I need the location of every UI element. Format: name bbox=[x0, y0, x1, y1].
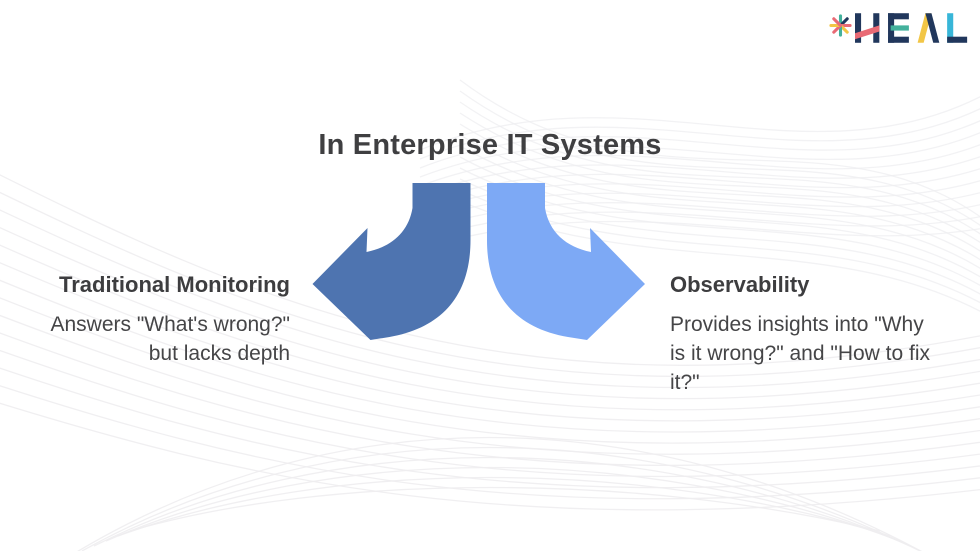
slide-title: In Enterprise IT Systems bbox=[318, 129, 662, 161]
traditional-monitoring-description: Answers "What's wrong?" but lacks depth bbox=[0, 310, 290, 368]
asterisk-icon bbox=[829, 14, 852, 37]
observability-block: Observability Provides insights into "Wh… bbox=[670, 272, 934, 397]
traditional-monitoring-heading: Traditional Monitoring bbox=[59, 272, 290, 297]
description-line-1: Answers "What's wrong?" bbox=[50, 313, 290, 336]
observability-description: Provides insights into "Why is it wrong?… bbox=[670, 313, 931, 394]
description-line-2: but lacks depth bbox=[148, 342, 290, 365]
right-curved-arrow bbox=[487, 183, 645, 340]
heal-logo bbox=[829, 12, 968, 44]
left-curved-arrow bbox=[312, 183, 471, 340]
observability-heading: Observability bbox=[670, 272, 810, 297]
traditional-monitoring-block: Traditional Monitoring Answers "What's w… bbox=[0, 272, 290, 368]
heal-wordmark bbox=[855, 13, 968, 43]
